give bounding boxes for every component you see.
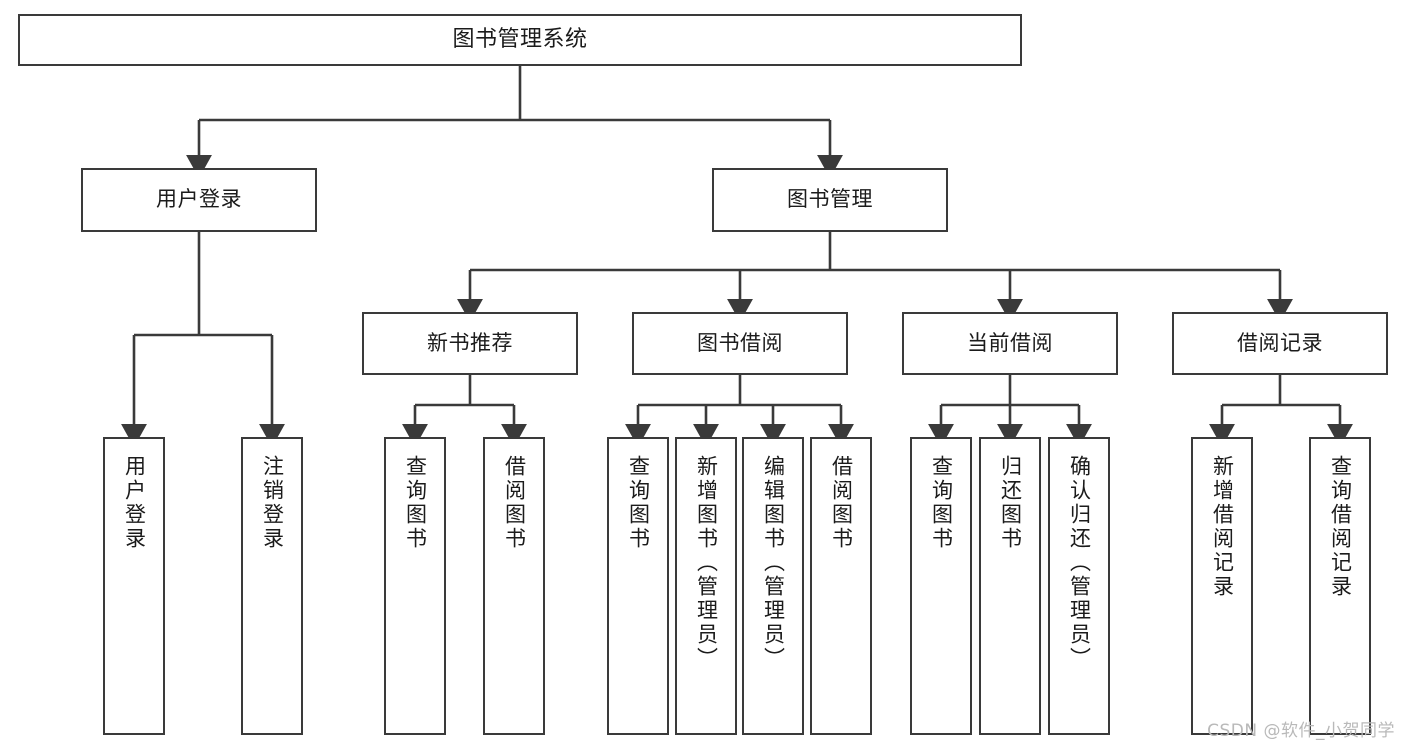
leaf-user-login-logout-label: 注销登录 xyxy=(260,455,285,551)
leaf-current-borrow-return[interactable]: 归还图书 xyxy=(979,437,1041,735)
node-user-login-label: 用户登录 xyxy=(156,187,242,212)
leaf-book-borrow-add[interactable]: 新增图书（管理员） xyxy=(675,437,737,735)
leaf-new-book-query-label: 查询图书 xyxy=(403,455,428,551)
node-book-borrow-label: 图书借阅 xyxy=(697,330,783,355)
leaf-current-borrow-query-label: 查询图书 xyxy=(929,455,954,551)
node-new-book-recommend[interactable]: 新书推荐 xyxy=(362,312,578,375)
node-current-borrow-label: 当前借阅 xyxy=(967,330,1053,355)
leaf-book-borrow-edit[interactable]: 编辑图书（管理员） xyxy=(742,437,804,735)
leaf-current-borrow-confirm[interactable]: 确认归还（管理员） xyxy=(1048,437,1110,735)
node-borrow-record-label: 借阅记录 xyxy=(1237,330,1323,355)
node-root[interactable]: 图书管理系统 xyxy=(18,14,1022,66)
leaf-new-book-borrow-label: 借阅图书 xyxy=(502,455,527,551)
leaf-book-borrow-query-label: 查询图书 xyxy=(626,455,651,551)
leaf-user-login-login-label: 用户登录 xyxy=(122,455,147,551)
leaf-borrow-record-add-label: 新增借阅记录 xyxy=(1210,455,1235,599)
leaf-book-borrow-add-label: 新增图书（管理员） xyxy=(694,455,719,671)
node-root-label: 图书管理系统 xyxy=(452,26,588,52)
leaf-current-borrow-query[interactable]: 查询图书 xyxy=(910,437,972,735)
node-book-manage-label: 图书管理 xyxy=(787,187,873,212)
leaf-current-borrow-return-label: 归还图书 xyxy=(998,455,1023,551)
node-borrow-record[interactable]: 借阅记录 xyxy=(1172,312,1388,375)
leaf-current-borrow-confirm-label: 确认归还（管理员） xyxy=(1067,455,1092,671)
leaf-book-borrow-borrow[interactable]: 借阅图书 xyxy=(810,437,872,735)
leaf-borrow-record-query-label: 查询借阅记录 xyxy=(1328,455,1353,599)
leaf-book-borrow-edit-label: 编辑图书（管理员） xyxy=(761,455,786,671)
leaf-user-login-login[interactable]: 用户登录 xyxy=(103,437,165,735)
node-current-borrow[interactable]: 当前借阅 xyxy=(902,312,1118,375)
leaf-user-login-logout[interactable]: 注销登录 xyxy=(241,437,303,735)
leaf-borrow-record-add[interactable]: 新增借阅记录 xyxy=(1191,437,1253,735)
node-user-login[interactable]: 用户登录 xyxy=(81,168,317,232)
leaf-borrow-record-query[interactable]: 查询借阅记录 xyxy=(1309,437,1371,735)
node-book-borrow[interactable]: 图书借阅 xyxy=(632,312,848,375)
leaf-book-borrow-query[interactable]: 查询图书 xyxy=(607,437,669,735)
csdn-watermark: CSDN @软件_小贺同学 xyxy=(1207,721,1395,741)
node-book-manage[interactable]: 图书管理 xyxy=(712,168,948,232)
node-new-book-recommend-label: 新书推荐 xyxy=(427,330,513,355)
leaf-new-book-query[interactable]: 查询图书 xyxy=(384,437,446,735)
leaf-new-book-borrow[interactable]: 借阅图书 xyxy=(483,437,545,735)
leaf-book-borrow-borrow-label: 借阅图书 xyxy=(829,455,854,551)
